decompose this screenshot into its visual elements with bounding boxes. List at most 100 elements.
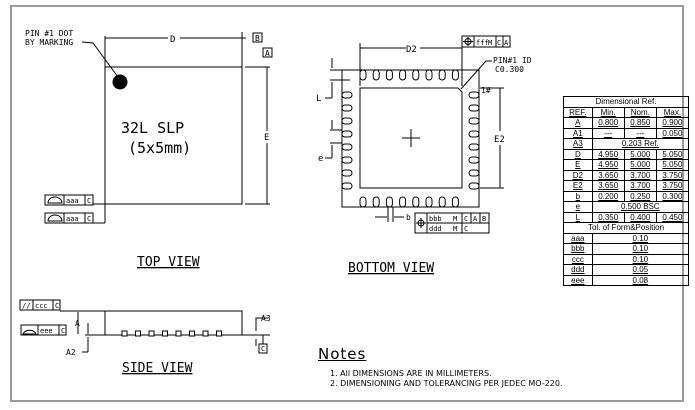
table-cell: 4.950 [591,159,625,171]
pad [468,104,480,112]
svg-text:bbb: bbb [429,215,442,223]
side-pad [121,330,128,337]
pin1-dot [112,74,128,90]
dim-e2: E2 [494,135,505,145]
table-cell: 0.200 [591,190,625,202]
table-cell: E2 [563,180,593,192]
side-pad [189,330,195,337]
table-cell: ccc [563,253,593,265]
exposed-pad [359,87,463,189]
notes: Notes 1. All DIMENSIONS ARE IN MILLIMETE… [318,345,563,389]
table-cell: A1 [563,127,593,139]
table-cell: 3.750 [655,169,690,181]
pad [468,169,480,177]
svg-text:fff: fff [476,39,489,47]
bottom-view: D2 fff M C A PIN#1 ID C0.300 1# E2 L e [316,35,532,276]
table-cell: aaa [563,232,593,244]
fcf-ccc: // ccc C [19,299,105,312]
svg-text:M: M [453,215,457,223]
svg-text:A: A [504,39,509,47]
table-cell: 3.650 [591,180,625,192]
pin1-note-1: PIN #1 DOT [25,29,73,38]
table-cell: L [563,211,593,223]
side-pad [162,330,168,337]
dim-a3: A3 [261,314,271,323]
svg-text:ddd: ddd [429,225,442,233]
svg-text:B: B [482,215,486,223]
pad [399,69,407,81]
pad [372,196,380,208]
package-name: 32L SLP [121,119,184,137]
side-pad [216,330,222,337]
pin1-id-2: C0.300 [495,65,524,74]
note-1: 1. All DIMENSIONS ARE IN MILLIMETERS. [330,369,492,378]
table-cell: eee [563,274,593,286]
side-pad [135,330,141,337]
dim-e: E [264,133,269,143]
table-cell: 5.000 [623,159,657,171]
svg-text:C: C [497,39,501,47]
pad [451,69,459,81]
side-view-label: SIDE VIEW [122,361,193,376]
table-cell: 0.10 [591,253,690,265]
svg-text:C: C [87,197,91,205]
table-cell: 0.250 [623,190,657,202]
pad [468,156,480,164]
table-cell: 0.203 Ref. [591,138,690,150]
datum-b: B [255,34,260,43]
dim-a2: A2 [66,348,76,357]
datum-b-box [252,32,263,43]
svg-text:C: C [87,215,91,223]
table-cell: D2 [563,169,593,181]
svg-text:C: C [464,215,468,223]
side-pad [148,330,155,337]
fcf-aaa-bottom: aaa C [44,204,106,224]
pad [385,69,393,81]
note-2: 2. DIMENSIONING AND TOLERANCING PER JEDE… [330,379,563,388]
table-cell: --- [623,127,657,139]
table-cell: 4.950 [591,148,625,160]
datum-c-box [258,343,268,354]
table-cell: 3.700 [623,180,657,192]
pin1-marker: 1# [481,86,491,95]
pad [341,91,353,99]
fcf-bbb-ddd: bbb M C A B ddd M C [414,212,490,234]
svg-text:ccc: ccc [35,302,48,310]
table-cell: --- [591,127,625,139]
svg-text://: // [22,302,30,310]
pad [341,130,353,138]
pad [385,196,393,208]
pad [341,182,353,190]
dim-l: L [316,94,321,104]
pin1-note-2: BY MARKING [25,38,73,47]
table-cell: b [563,190,593,202]
svg-text:A: A [473,215,478,223]
svg-text:C: C [61,327,65,335]
pad [451,196,459,208]
pin1-leader [81,41,119,78]
pad [359,69,367,81]
table-cell: 0.350 [591,211,625,223]
bottom-view-body [341,69,480,208]
svg-text:M: M [453,225,457,233]
table-cell: e [563,201,593,213]
package-size: (5x5mm) [128,139,191,157]
dim-e-pitch: e [318,154,323,164]
pad [468,130,480,138]
pad [341,104,353,112]
pad [412,196,420,208]
table-cell: A [563,117,593,129]
pad [412,69,420,81]
table-cell: 0.800 [591,117,625,129]
table-cell: 0.050 [655,127,690,139]
tol-title: Tol. of Form&Position [563,222,689,234]
datum-a: A [265,49,270,58]
side-view: // ccc C eee C A A2 A3 C SIDE VIEW [19,299,271,376]
pad [438,196,446,208]
svg-text:C: C [464,225,468,233]
